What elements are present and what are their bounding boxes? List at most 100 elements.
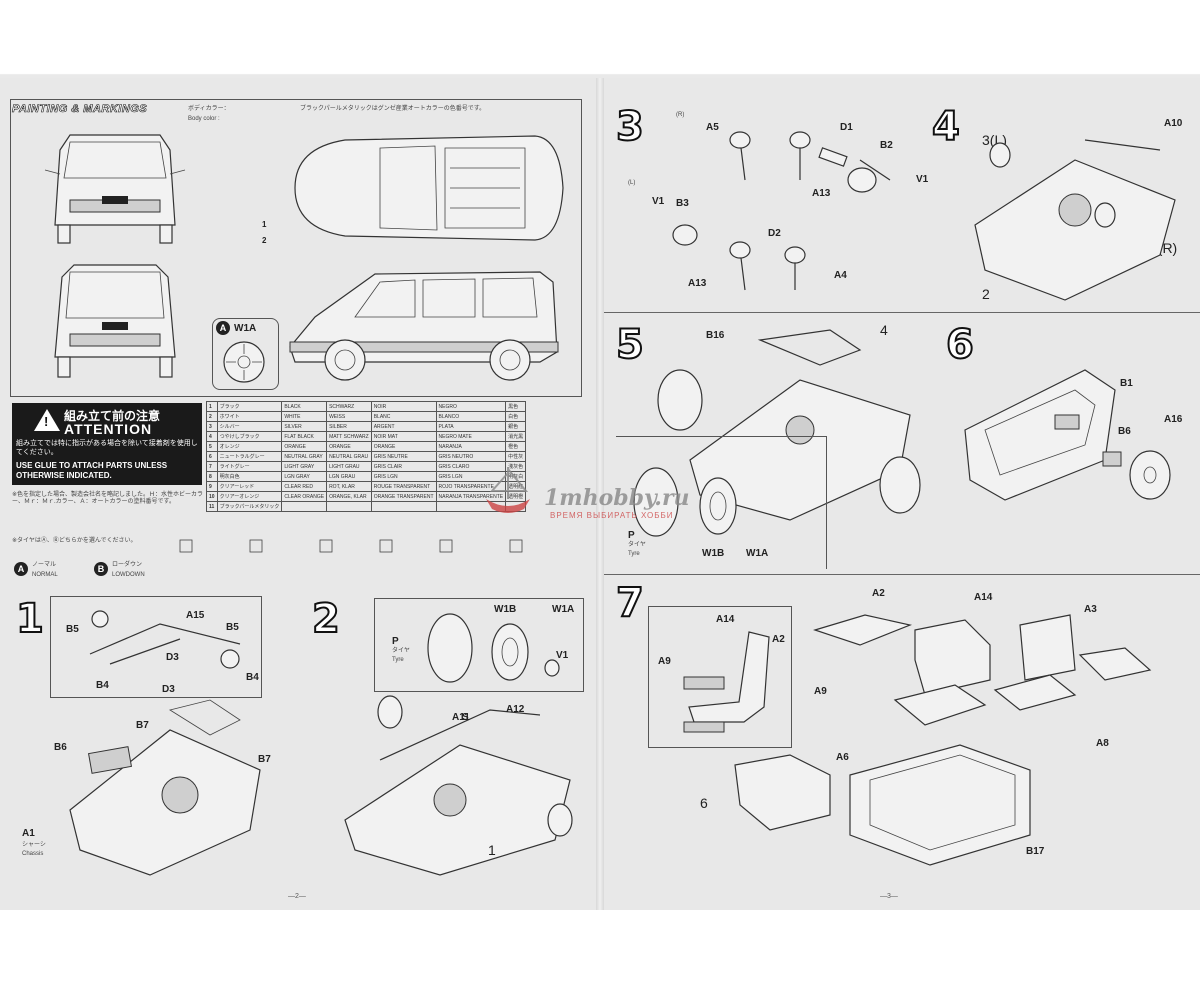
step-4-chassis-drawing: [974, 139, 1176, 301]
part-label: A4: [834, 270, 847, 281]
page-gutter: [596, 78, 604, 910]
paint-cell: LGN GRAY: [281, 471, 328, 482]
paint-cell: ROUGE TRANSPARENT: [370, 481, 437, 492]
step-1-chassis-drawing: [69, 699, 261, 876]
part-label: D3: [166, 652, 179, 663]
paint-cell: BLACK: [281, 401, 328, 412]
part-label: B6: [54, 742, 67, 753]
paint-cell: 銀色: [505, 421, 527, 432]
option-b-jp: ローダウン: [112, 562, 143, 568]
paint-number: 2: [206, 411, 218, 422]
part-label: A2: [872, 588, 885, 599]
part-label: B3: [676, 198, 689, 209]
part-label: A9: [658, 656, 671, 667]
option-a-jp: ノーマル: [32, 562, 57, 568]
step-7-floor-drawing: [734, 744, 1031, 866]
step-3-number: 3: [615, 103, 645, 151]
paint-cell: [326, 501, 372, 512]
part-label: D3: [162, 684, 175, 695]
option-b-badge: B: [94, 562, 108, 576]
paint-cell: ORANGE: [370, 441, 437, 452]
step-3-side-r: (R): [676, 112, 685, 118]
right-divider-top: [604, 312, 1200, 313]
attention-text-jp: 組み立てでは特に指示がある場合を除いて接着剤を使用してください。: [16, 440, 198, 456]
step-2-ref: 1: [488, 842, 496, 858]
paint-number: 3: [206, 421, 218, 432]
paint-number: 4: [206, 431, 218, 442]
watermark-logo: 1mhobby.ru ВРЕМЯ ВЫБИРАТЬ ХОББИ: [478, 455, 728, 525]
step-5-drawing: [657, 329, 921, 521]
step-2-detail-frame: [374, 598, 584, 692]
part-label: P: [392, 636, 399, 647]
step-7-number: 7: [615, 579, 645, 627]
paint-cell: NEUTRAL GRAU: [326, 451, 372, 462]
paint-cell: MATT SCHWARZ: [326, 431, 372, 442]
part-label: A11: [452, 712, 470, 723]
attention-title-en: ATTENTION: [64, 421, 153, 437]
paint-notes: ※色を指定した場合、製造会社名を略記しました。Ｈ：水性ホビーカラー、Ｍｒ：Ｍｒ.…: [12, 492, 204, 505]
step-7-seat-detail: [683, 631, 770, 733]
step-3-side-l: (L): [628, 180, 636, 186]
paint-cell: 橙色: [505, 441, 527, 452]
step-2-tire-drawing: [427, 613, 560, 683]
paint-cell: SCHWARZ: [326, 401, 372, 412]
part-label: A10: [1164, 118, 1183, 129]
body-color-jp: ボディカラー：: [188, 106, 230, 112]
car-top-view: [294, 135, 564, 241]
step-5-ref: 4: [880, 322, 888, 338]
paint-cell: つやけしブラック: [216, 431, 283, 442]
paint-number: 1: [206, 401, 218, 412]
paint-cell: LIGHT GRAU: [326, 461, 372, 472]
step-6-number: 6: [945, 321, 975, 369]
paint-number: 9: [206, 481, 218, 492]
part-label: V1: [652, 196, 665, 207]
watermark-text: 1mhobby.ru: [544, 485, 690, 511]
paint-cell: ブラックパールメタリック: [216, 501, 283, 512]
paint-cell: ニュートラルグレー: [216, 451, 283, 462]
paint-cell: SILVER: [281, 421, 328, 432]
wheel-icon: [223, 341, 265, 383]
paint-cell: シルバー: [216, 421, 283, 432]
paint-cell: クリアーオレンジ: [216, 491, 283, 502]
part-label: W1B: [702, 548, 725, 559]
car-rear-view: [54, 264, 176, 378]
step-3-drawing: [672, 131, 891, 291]
paint-cell: ORANGE TRANSPARENT: [370, 491, 437, 502]
paint-cell: NEUTRAL GRAY: [281, 451, 328, 462]
step-5-tire-en: Tyre: [628, 551, 640, 557]
paint-number: 5: [206, 441, 218, 452]
wheel-detail-box: [212, 318, 279, 390]
tire-choice-note: ※タイヤはⒶ、Ⓑどちらかを選んでください。: [12, 538, 137, 544]
paint-number: 8: [206, 471, 218, 482]
part-label: D1: [840, 122, 853, 133]
paint-cell: ROT, KLAR: [326, 481, 372, 492]
step-5-tire-jp: タイヤ: [628, 542, 646, 548]
paint-cell: CLEAR ORANGE: [281, 491, 328, 502]
part-label: B5: [226, 622, 239, 633]
paint-cell: ブラック: [216, 401, 283, 412]
paint-number: 6: [206, 451, 218, 462]
part-label: V1: [916, 174, 929, 185]
step-5-tire-frame: [616, 436, 827, 569]
part-label: A9: [814, 686, 827, 697]
step-4-ref: 2: [982, 286, 990, 302]
symbol-legend-icons: [179, 539, 523, 553]
part-label: A2: [772, 634, 785, 645]
body-color-note: ブラックパールメタリックはグンゼ産業オートカラーの色番号です。: [300, 106, 486, 112]
paint-cell: BLANCO: [435, 411, 507, 422]
paint-cell: GRIS NEUTRE: [370, 451, 437, 462]
part-label: A1: [22, 828, 35, 839]
step-1-detail-frame: [50, 596, 262, 698]
paint-cell: CLEAR RED: [281, 481, 328, 492]
marking-ref-1: 1: [262, 220, 267, 229]
part-label: S: [462, 712, 469, 723]
part-label: A14: [974, 592, 993, 603]
paint-cell: GRIS CLAIR: [370, 461, 437, 472]
step-7-ref: 6: [700, 795, 708, 811]
